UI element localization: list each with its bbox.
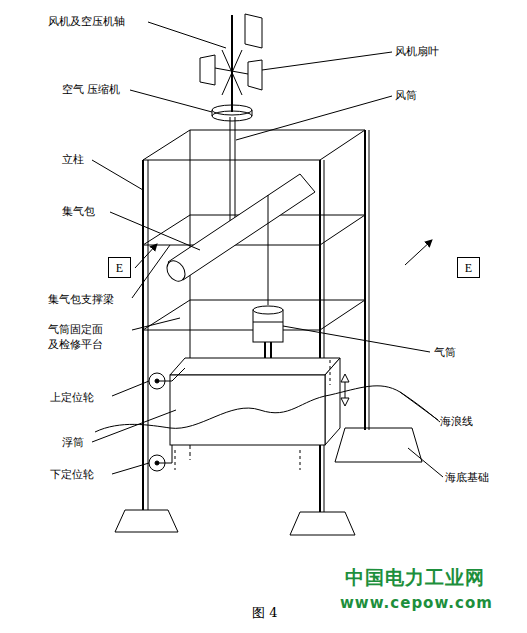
air-compressor bbox=[252, 110, 253, 116]
watermark: 中国电力工业网 bbox=[345, 566, 485, 588]
part-label: 气筒固定面 及检修平台 bbox=[48, 322, 116, 352]
part-label: 上定位轮 bbox=[50, 390, 94, 405]
part-label: 气筒 bbox=[434, 345, 456, 360]
post bbox=[324, 160, 325, 512]
gas-collector bbox=[163, 257, 189, 284]
part-label: 下定位轮 bbox=[50, 467, 94, 482]
seabed-foundation bbox=[115, 510, 178, 532]
part-label: 集气包支撑梁 bbox=[48, 292, 114, 307]
leader-line bbox=[236, 96, 392, 140]
motion-arrow bbox=[345, 380, 346, 400]
air-pipe bbox=[268, 195, 269, 305]
leader-line bbox=[92, 410, 176, 442]
fan-blade bbox=[200, 55, 215, 85]
figure-caption: 图 4 bbox=[252, 605, 277, 621]
leader-line bbox=[110, 212, 200, 250]
air-compressor bbox=[212, 105, 252, 115]
turbine-shaft bbox=[231, 15, 233, 112]
float bbox=[170, 375, 325, 445]
guide-line bbox=[175, 450, 176, 470]
fan-hub bbox=[222, 50, 242, 95]
air-cylinder bbox=[253, 310, 283, 342]
leader-line bbox=[408, 448, 443, 477]
part-label: 风机及空压机轴 bbox=[48, 14, 125, 29]
leader-line bbox=[148, 22, 226, 48]
post bbox=[319, 160, 321, 512]
part-label: 风筒 bbox=[395, 88, 417, 103]
float bbox=[325, 358, 340, 445]
watermark: www.cepow.com bbox=[340, 594, 493, 612]
part-label: 海底基础 bbox=[445, 470, 489, 485]
wind-arrow bbox=[405, 240, 432, 265]
post bbox=[148, 160, 149, 510]
post bbox=[142, 160, 144, 510]
float bbox=[170, 358, 340, 375]
leader-line bbox=[132, 318, 180, 330]
fan-vane bbox=[245, 14, 262, 48]
guide-line bbox=[300, 450, 301, 470]
seabed-foundation bbox=[290, 512, 355, 535]
air-compressor bbox=[212, 111, 252, 121]
part-label: 集气包 bbox=[62, 204, 95, 219]
gas-collector bbox=[168, 174, 315, 280]
direction-box: E bbox=[108, 257, 131, 278]
part-label: 浮筒 bbox=[62, 435, 84, 450]
leader-line bbox=[112, 463, 149, 474]
leader-line bbox=[132, 245, 170, 298]
post bbox=[369, 130, 370, 430]
leader-line bbox=[92, 160, 143, 190]
direction-letter: E bbox=[116, 261, 123, 275]
fan-blade bbox=[248, 60, 262, 90]
wind-arrow bbox=[135, 244, 157, 268]
air-cylinder bbox=[253, 322, 283, 323]
air-cylinder bbox=[253, 306, 283, 314]
post bbox=[190, 445, 191, 460]
leader-line bbox=[262, 52, 392, 70]
post bbox=[364, 130, 366, 430]
air-compressor bbox=[212, 110, 213, 116]
fan-hub bbox=[222, 50, 242, 95]
direction-letter: E bbox=[465, 261, 472, 275]
direction-box: E bbox=[457, 257, 480, 278]
motion-arrow bbox=[341, 374, 349, 382]
wheel-arm bbox=[157, 445, 172, 463]
leader-line bbox=[283, 326, 430, 352]
leader-line bbox=[130, 90, 212, 112]
guide-line bbox=[330, 360, 331, 385]
part-label: 风机扇叶 bbox=[395, 44, 439, 59]
wave-line bbox=[95, 386, 440, 432]
motion-arrow bbox=[341, 398, 349, 406]
part-label: 立柱 bbox=[62, 152, 84, 167]
leader-line bbox=[112, 381, 149, 396]
leader-lines bbox=[92, 22, 443, 477]
part-label: 海浪线 bbox=[440, 414, 473, 429]
part-label: 空气 压缩机 bbox=[62, 82, 121, 97]
seabed-foundation bbox=[335, 428, 422, 462]
wheel-arm bbox=[157, 368, 185, 381]
leader-line bbox=[400, 392, 438, 420]
